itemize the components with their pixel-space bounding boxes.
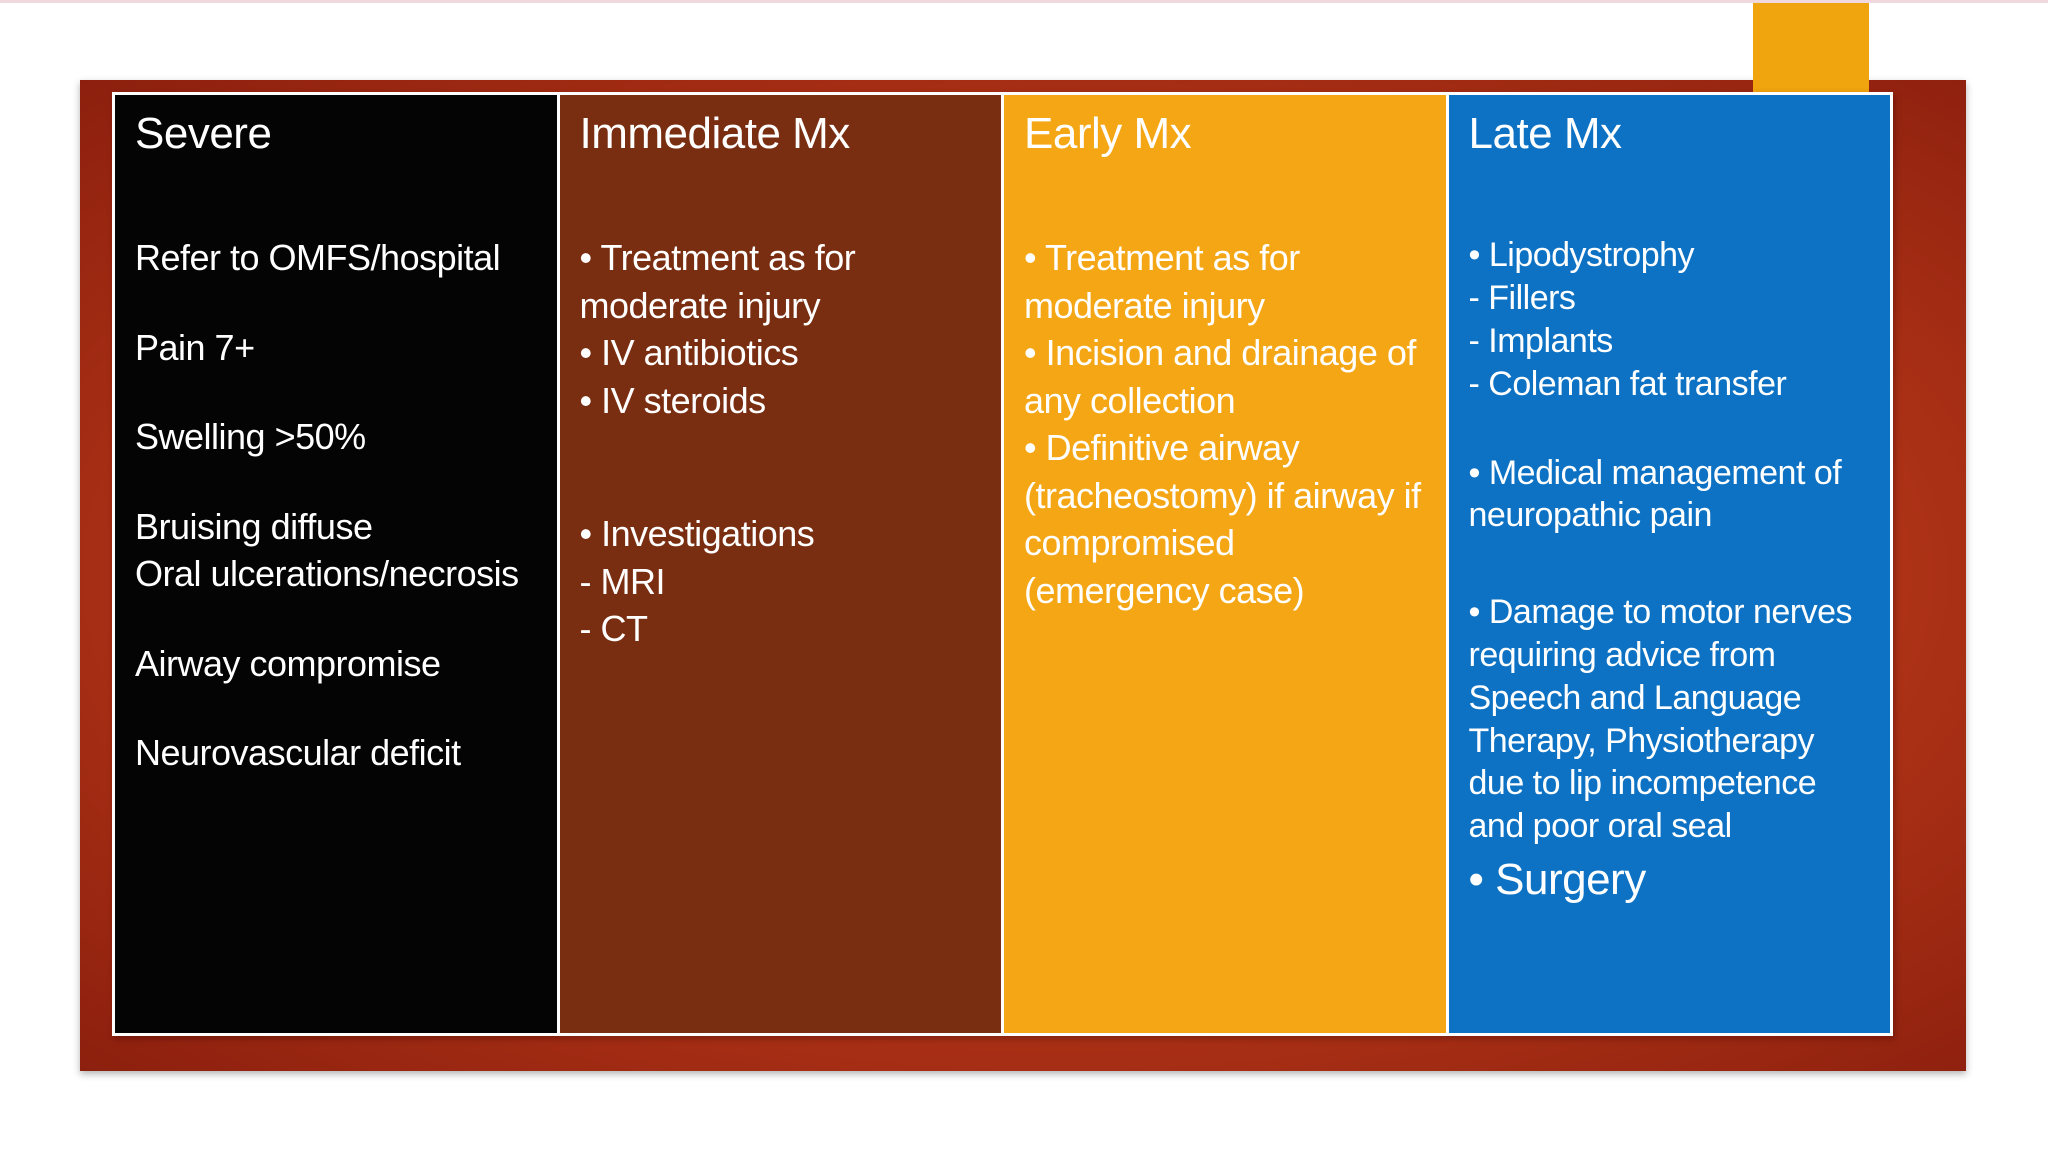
immediate-mx-item: • IV steroids	[579, 379, 767, 421]
early-mx-item: • Definitive airway (tracheostomy) if ai…	[1024, 427, 1421, 611]
severe-item: Refer to OMFS/hospital	[135, 237, 501, 279]
column-header-late-mx: Late Mx	[1468, 109, 1623, 158]
early-mx-item: • Incision and drainage of any collectio…	[1024, 332, 1416, 421]
severe-item: Neurovascular deficit	[135, 732, 461, 774]
immediate-mx-item: - CT	[579, 608, 648, 650]
immediate-mx-item: - MRI	[579, 560, 666, 602]
immediate-mx-item: • IV antibiotics	[579, 332, 799, 374]
column-severe: Severe Refer to OMFS/hospital Pain 7+ Sw…	[115, 95, 557, 1033]
column-early-mx: Early Mx • Treatment as for moderate inj…	[1004, 95, 1446, 1033]
immediate-mx-item: • Treatment as for moderate injury	[579, 237, 856, 326]
severe-item: Pain 7+	[135, 326, 255, 368]
late-mx-item-surgery: • Surgery	[1468, 855, 1647, 905]
late-mx-item: • Medical management of neuropathic pain	[1468, 453, 1842, 535]
column-header-immediate-mx: Immediate Mx	[579, 109, 851, 158]
page-top-accent-strip	[0, 0, 2048, 3]
late-mx-item: - Coleman fat transfer	[1468, 364, 1787, 403]
immediate-mx-item: • Investigations	[579, 513, 815, 555]
severe-item: Swelling >50%	[135, 416, 366, 458]
severe-item: Airway compromise	[135, 642, 441, 684]
late-mx-item: - Fillers	[1468, 279, 1576, 318]
management-table: Severe Refer to OMFS/hospital Pain 7+ Sw…	[112, 92, 1893, 1036]
column-header-severe: Severe	[135, 109, 272, 158]
early-mx-item: • Treatment as for moderate injury	[1024, 237, 1300, 326]
column-header-early-mx: Early Mx	[1024, 109, 1192, 158]
severe-item: Bruising diffuse Oral ulcerations/necros…	[135, 505, 519, 595]
column-immediate-mx: Immediate Mx • Treatment as for moderate…	[559, 95, 1001, 1033]
late-mx-item: - Implants	[1468, 321, 1614, 360]
late-mx-item: • Lipodystrophy	[1468, 236, 1695, 275]
column-late-mx: Late Mx • Lipodystrophy - Fillers - Impl…	[1448, 95, 1890, 1033]
corner-accent-tab	[1753, 0, 1869, 95]
late-mx-item: • Damage to motor nerves requiring advic…	[1468, 593, 1853, 846]
